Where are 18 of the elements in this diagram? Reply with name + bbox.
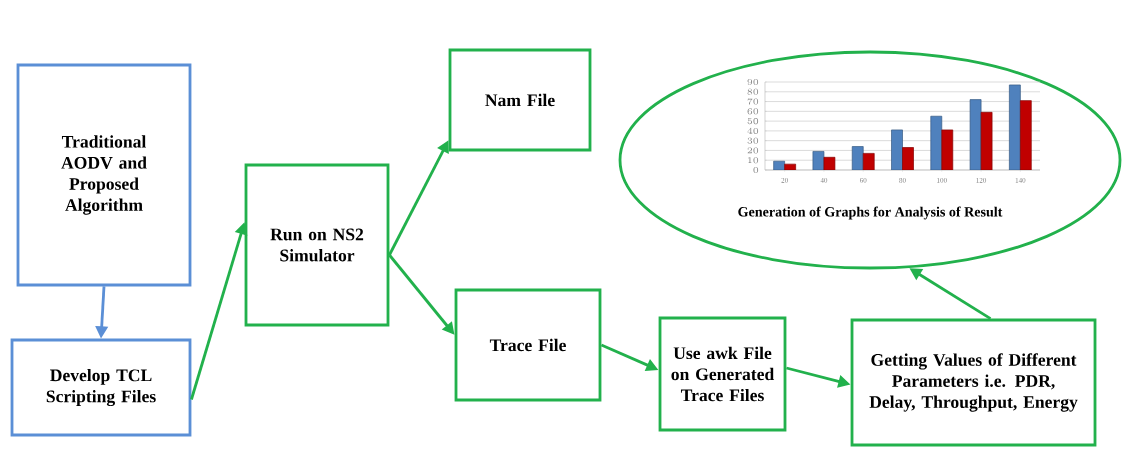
process-box: Run on NS2 Simulator [244, 163, 390, 327]
y-tick-label: 20 [747, 147, 759, 154]
process-box: Develop TCL Scripting Files [10, 338, 192, 437]
process-box: Getting Values of Different Parameters i.e. PDR, Delay, Throughput, Energy [850, 318, 1097, 447]
y-tick-label: 80 [747, 88, 759, 95]
process-box: Use awk File on Generated Trace Files [658, 316, 787, 432]
y-tick-label: 90 [747, 79, 759, 86]
caption-text: Generation of Graphs for Analysis of Result [738, 206, 1003, 220]
y-tick-label: 10 [748, 157, 759, 164]
process-box: Nam File [448, 48, 592, 152]
process-box: Traditional AODV and Proposed Algorithm [16, 63, 192, 287]
y-tick-label: 0 [753, 166, 759, 174]
y-tick-label: 60 [747, 108, 759, 115]
process-box: Trace File [454, 288, 602, 402]
y-tick-label: 40 [747, 127, 759, 134]
y-tick-label: 70 [747, 98, 759, 105]
y-tick-label: 50 [747, 118, 759, 125]
y-tick-label: 30 [747, 137, 759, 144]
